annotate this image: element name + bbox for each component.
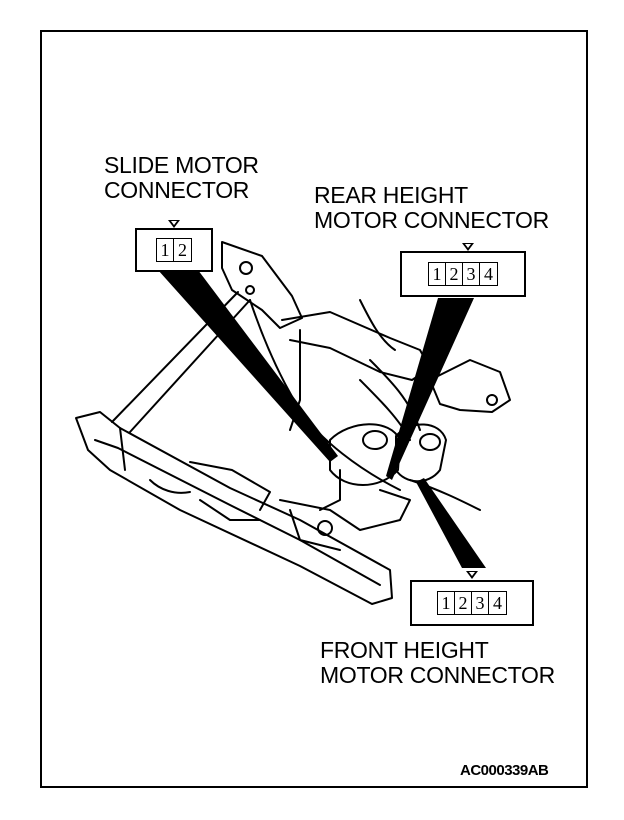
slide-pin-2: 2 (178, 240, 187, 260)
rear-pin-4: 4 (484, 264, 493, 284)
front-pin-2: 2 (455, 592, 472, 614)
front-label-line-2: MOTOR CONNECTOR (320, 662, 555, 688)
lower-mechanism (189, 461, 271, 511)
front-label-line-1: FRONT HEIGHT (320, 637, 489, 663)
slide-connector-pins: 1 2 (156, 238, 192, 262)
rear-pin-3: 3 (463, 263, 480, 285)
slide-motor-connector: 1 2 (135, 228, 213, 272)
slide-connector-key-marker (168, 220, 180, 228)
rear-pin-2: 2 (446, 263, 463, 285)
slide-label-line-1: SLIDE MOTOR (104, 152, 259, 178)
front-height-motor-connector: 1 2 3 4 (410, 580, 534, 626)
front-leader (416, 478, 486, 568)
slide-motor-body (329, 423, 401, 486)
rear-connector-pins: 1 2 3 4 (428, 262, 498, 286)
slide-motor-connector-label: SLIDE MOTOR CONNECTOR (104, 153, 259, 203)
rear-height-motor-connector: 1 2 3 4 (400, 251, 526, 297)
front-connector-key-marker (466, 571, 478, 579)
slide-pin-1: 1 (157, 239, 174, 261)
front-pin-3: 3 (472, 592, 489, 614)
rear-connector-key-marker (462, 243, 474, 251)
front-pin-1: 1 (438, 592, 455, 614)
rear-label-line-2: MOTOR CONNECTOR (314, 207, 549, 233)
slide-leader (158, 270, 338, 462)
right-bracket (429, 359, 511, 413)
slide-label-line-2: CONNECTOR (104, 177, 250, 203)
front-height-motor-connector-label: FRONT HEIGHT MOTOR CONNECTOR (320, 638, 555, 688)
rear-height-motor-connector-label: REAR HEIGHT MOTOR CONNECTOR (314, 183, 549, 233)
rear-label-line-1: REAR HEIGHT (314, 182, 468, 208)
rear-pin-1: 1 (429, 263, 446, 285)
diagram-frame (40, 30, 588, 788)
front-connector-pins: 1 2 3 4 (437, 591, 507, 615)
upper-left-bracket (221, 241, 303, 329)
figure-code: AC000339AB (460, 762, 549, 779)
rear-leader (386, 298, 474, 480)
front-pin-4: 4 (493, 593, 502, 613)
